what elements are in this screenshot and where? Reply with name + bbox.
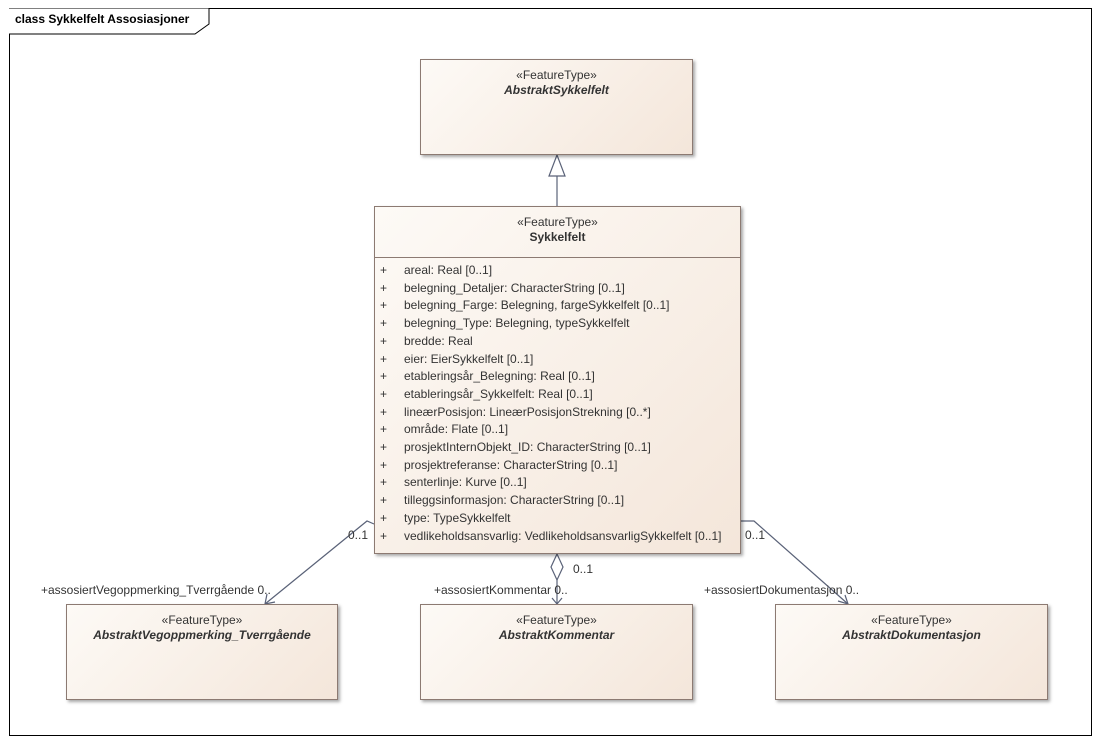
class-name: AbstraktVegoppmerking_Tverrgående [93, 628, 311, 642]
multiplicity-vegoppmerking-source: 0..1 [348, 528, 369, 542]
stereotype-label: «FeatureType» [516, 68, 597, 82]
generalization-arrowhead [548, 153, 566, 177]
multiplicity-kommentar-source: 0..1 [573, 562, 594, 576]
attribute-row: +type: TypeSykkelfelt [380, 510, 511, 525]
attribute-row: +bredde: Real [380, 333, 473, 348]
attribute-row: +lineærPosisjon: LineærPosisjonStrekning… [380, 404, 651, 419]
role-label-vegoppmerking: +assosiertVegoppmerking_Tverrgående 0.. [41, 583, 271, 597]
attribute-row: +eier: EierSykkelfelt [0..1] [380, 351, 534, 366]
attribute-row: +vedlikeholdsansvarlig: Vedlikeholdsansv… [380, 528, 722, 543]
class-abstrakt-sykkelfelt[interactable]: «FeatureType» AbstraktSykkelfelt [420, 59, 693, 155]
stereotype-label: «FeatureType» [161, 613, 243, 627]
attribute-row: +belegning_Type: Belegning, typeSykkelfe… [380, 316, 630, 331]
class-abstrakt-kommentar[interactable]: «FeatureType» AbstraktKommentar [420, 604, 693, 700]
attribute-row: +prosjektreferanse: CharacterString [0..… [380, 457, 618, 472]
stereotype-label: «FeatureType» [516, 613, 597, 627]
class-sykkelfelt[interactable]: «FeatureType» Sykkelfelt +areal: Real [0… [374, 206, 741, 554]
attribute-row: +areal: Real [0..1] [380, 263, 493, 277]
stereotype-label: «FeatureType» [517, 215, 598, 229]
diagram-title: class Sykkelfelt Assosiasjoner [15, 12, 190, 26]
aggregation-diamond [550, 552, 564, 582]
association-line-dokumentasjon [741, 520, 849, 605]
stereotype-label: «FeatureType» [871, 613, 952, 627]
role-label-dokumentasjon: +assosiertDokumentasjon 0.. [704, 583, 860, 597]
multiplicity-dokumentasjon-source: 0..1 [745, 528, 766, 542]
class-abstrakt-vegoppmerking[interactable]: «FeatureType» AbstraktVegoppmerking_Tver… [66, 604, 338, 700]
frame-title-tab [9, 8, 210, 35]
role-label-kommentar: +assosiertKommentar 0.. [434, 583, 568, 597]
attribute-row: +etableringsår_Sykkelfelt: Real [0..1] [380, 386, 593, 401]
attribute-row: +belegning_Detaljer: CharacterString [0.… [380, 280, 625, 295]
class-name: AbstraktSykkelfelt [504, 83, 609, 97]
attribute-row: +belegning_Farge: Belegning, fargeSykkel… [380, 298, 670, 313]
class-name: Sykkelfelt [529, 230, 586, 244]
attribute-list: +areal: Real [0..1] +belegning_Detaljer:… [380, 262, 722, 545]
attribute-row: +tilleggsinformasjon: CharacterString [0… [380, 493, 625, 508]
attribute-row: +prosjektInternObjekt_ID: CharacterStrin… [380, 440, 651, 455]
class-name: AbstraktDokumentasjon [842, 628, 981, 642]
class-name: AbstraktKommentar [498, 628, 615, 642]
attribute-separator [375, 257, 740, 258]
class-abstrakt-dokumentasjon[interactable]: «FeatureType» AbstraktDokumentasjon [775, 604, 1048, 700]
attribute-row: +senterlinje: Kurve [0..1] [380, 475, 527, 490]
attribute-row: +område: Flate [0..1] [380, 422, 509, 437]
attribute-row: +etableringsår_Belegning: Real [0..1] [380, 369, 595, 384]
association-line-vegoppmerking [264, 520, 375, 605]
